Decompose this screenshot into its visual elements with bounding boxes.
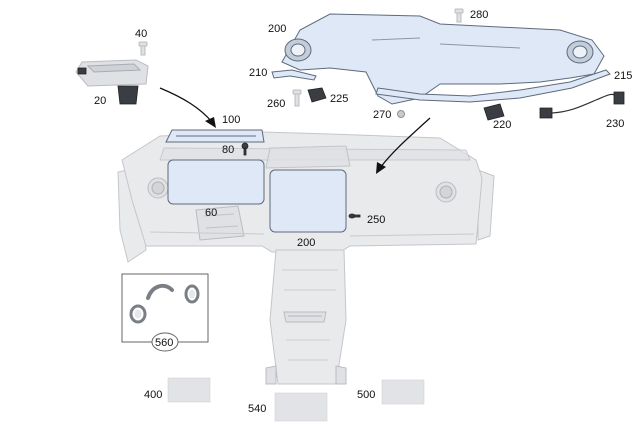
callout-280: 280: [470, 9, 488, 21]
leader-arrows: [159, 87, 431, 174]
part-60-instrument-screen: [167, 159, 265, 205]
callout-215: 215: [614, 70, 632, 82]
part-200-upper-dash-pad: [281, 13, 605, 105]
part-200-central-display: [269, 169, 347, 233]
part-400-swatch: [167, 377, 211, 403]
callout-225: 225: [330, 93, 348, 105]
part-225-clip: [307, 87, 327, 103]
callout-260: 260: [267, 98, 285, 110]
part-215-right-trim-strip: [375, 69, 611, 103]
callout-100: 100: [222, 114, 240, 126]
callout-250: 250: [367, 214, 385, 226]
part-220-connector: [483, 103, 505, 121]
callout-230: 230: [606, 118, 624, 130]
part-40-bolt-icon: [138, 41, 148, 56]
callout-200-top: 200: [268, 23, 286, 35]
part-540-swatch: [274, 392, 328, 422]
part-560-seal-set: [121, 273, 209, 352]
callout-210: 210: [249, 67, 267, 79]
part-280-screw-icon: [454, 8, 464, 23]
callout-20: 20: [94, 95, 106, 107]
part-20-airbag-module: [75, 59, 149, 105]
part-230-wiring-harness: [539, 91, 625, 119]
part-210-left-trim-strip: [271, 69, 317, 81]
callout-60: 60: [205, 207, 217, 219]
part-260-screw-icon: [292, 89, 302, 107]
part-500-swatch: [381, 379, 425, 405]
callout-500: 500: [357, 389, 375, 401]
callout-200-display: 200: [297, 237, 315, 249]
part-270-nut: [397, 110, 405, 118]
callout-560: 560: [155, 337, 173, 349]
callout-400: 400: [144, 389, 162, 401]
callout-540: 540: [248, 403, 266, 415]
callout-560-circle: [151, 332, 179, 352]
callout-220: 220: [493, 119, 511, 131]
callout-80: 80: [222, 144, 234, 156]
part-80-screw-icon: [241, 142, 249, 156]
callout-270: 270: [373, 109, 391, 121]
callout-40: 40: [135, 28, 147, 40]
part-250-screw-icon: [348, 213, 361, 219]
